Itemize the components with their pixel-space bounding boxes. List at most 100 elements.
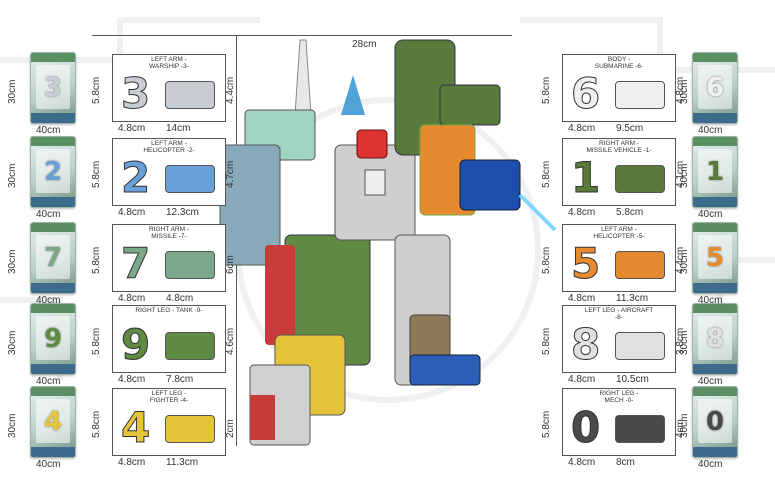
package-window <box>698 235 732 279</box>
component-vehicle <box>615 81 665 109</box>
package-base <box>693 197 737 207</box>
digit-height-label: 5.8cm <box>541 76 552 104</box>
component-digit: 0 <box>570 403 601 452</box>
component-digit: 7 <box>120 239 151 288</box>
component-label: RIGHT LEG - MECH -0- <box>599 390 639 404</box>
digit-width-label: 4.8cm <box>568 457 596 468</box>
digit-height-label: 5.8cm <box>541 327 552 355</box>
right-package-box: 0 <box>692 386 738 458</box>
package-base <box>31 447 75 457</box>
right-package-box: 5 <box>692 222 738 294</box>
package-top-band <box>31 137 75 146</box>
package-height-label: 30cm <box>7 330 18 355</box>
component-digit: 6 <box>570 69 601 118</box>
vehicle-width-label: 11.3cm <box>616 293 649 304</box>
combined-robot-image <box>219 39 557 446</box>
left-component-panel: LEFT ARM - HELICOPTER -2-2 <box>112 138 226 206</box>
package-width-label: 40cm <box>36 295 61 306</box>
package-width-label: 40cm <box>36 209 61 220</box>
digit-height-label: 5.8cm <box>91 160 102 188</box>
component-vehicle <box>165 251 215 279</box>
digit-height-label: 5.8cm <box>541 160 552 188</box>
component-vehicle <box>615 332 665 360</box>
right-component-panel: LEFT LEG - AIRCRAFT -8-8 <box>562 305 676 373</box>
component-vehicle <box>165 81 215 109</box>
vehicle-height-label: 4.1cm <box>675 160 686 188</box>
right-package-box: 1 <box>692 136 738 208</box>
package-digit: 6 <box>705 73 725 103</box>
vehicle-height-label: 4.8cm <box>675 76 686 104</box>
vehicle-height-label: 6cm <box>225 255 236 274</box>
digit-width-label: 4.8cm <box>568 207 596 218</box>
component-digit: 2 <box>120 153 151 202</box>
component-label: RIGHT ARM - MISSILE VEHICLE -1- <box>586 140 652 154</box>
vehicle-height-label: 4.4cm <box>675 246 686 274</box>
vehicle-width-label: 7.8cm <box>166 374 194 385</box>
package-window <box>36 316 70 360</box>
component-label: LEFT ARM - HELICOPTER -2- <box>143 140 195 154</box>
digit-width-label: 4.8cm <box>118 207 146 218</box>
left-package-box: 7 <box>30 222 76 294</box>
package-digit: 8 <box>705 324 725 354</box>
package-digit: 5 <box>705 243 725 273</box>
package-height-label: 30cm <box>7 249 18 274</box>
vehicle-width-label: 11.3cm <box>166 457 199 468</box>
digit-height-label: 5.8cm <box>91 246 102 274</box>
component-digit: 5 <box>570 239 601 288</box>
right-component-panel: LEFT ARM - HELICOPTER -5-5 <box>562 224 676 292</box>
right-component-panel: BODY - SUBMARINE -6-6 <box>562 54 676 122</box>
package-window <box>698 399 732 443</box>
package-window <box>698 316 732 360</box>
left-component-panel: LEFT LEG - FIGHTER -4-4 <box>112 388 226 456</box>
package-width-label: 40cm <box>698 376 723 387</box>
vehicle-width-label: 14cm <box>166 123 191 134</box>
package-digit: 7 <box>43 243 63 273</box>
vehicle-width-label: 10.5cm <box>616 374 649 385</box>
package-width-label: 40cm <box>36 459 61 470</box>
digit-width-label: 4.8cm <box>568 123 596 134</box>
left-package-box: 4 <box>30 386 76 458</box>
left-package-box: 9 <box>30 303 76 375</box>
package-digit: 4 <box>43 407 63 437</box>
digit-height-label: 5.8cm <box>91 327 102 355</box>
digit-height-label: 5.8cm <box>91 410 102 438</box>
package-base <box>693 113 737 123</box>
package-width-label: 40cm <box>36 125 61 136</box>
component-label: RIGHT ARM - MISSILE -7- <box>149 226 189 240</box>
component-digit: 3 <box>120 69 151 118</box>
vehicle-width-label: 8cm <box>616 457 635 468</box>
package-top-band <box>31 223 75 232</box>
left-component-panel: RIGHT LEG - TANK -9-9 <box>112 305 226 373</box>
right-package-box: 8 <box>692 303 738 375</box>
right-package-box: 6 <box>692 52 738 124</box>
vehicle-height-label: 4.7cm <box>225 160 236 188</box>
package-height-label: 30cm <box>7 163 18 188</box>
top-dimension-line <box>92 35 512 36</box>
component-label: LEFT LEG - AIRCRAFT -8- <box>584 307 654 321</box>
vehicle-height-label: 4.4cm <box>225 76 236 104</box>
package-top-band <box>693 223 737 232</box>
package-base <box>31 283 75 293</box>
vehicle-width-label: 9.5cm <box>616 123 644 134</box>
component-digit: 8 <box>570 320 601 369</box>
component-label: BODY - SUBMARINE -6- <box>594 56 644 70</box>
package-top-band <box>693 387 737 396</box>
vehicle-height-label: 4.6cm <box>225 327 236 355</box>
digit-height-label: 5.8cm <box>541 410 552 438</box>
component-digit: 4 <box>120 403 151 452</box>
package-top-band <box>693 53 737 62</box>
package-base <box>31 197 75 207</box>
vehicle-height-label: 4cm <box>675 419 686 438</box>
left-package-box: 2 <box>30 136 76 208</box>
vehicle-width-label: 4.8cm <box>166 293 194 304</box>
package-window <box>698 65 732 109</box>
package-top-band <box>31 304 75 313</box>
package-window <box>36 149 70 193</box>
package-window <box>698 149 732 193</box>
package-width-label: 40cm <box>36 376 61 387</box>
right-component-panel: RIGHT LEG - MECH -0-0 <box>562 388 676 456</box>
package-window <box>36 65 70 109</box>
component-digit: 9 <box>120 320 151 369</box>
vehicle-height-label: 3.8cm <box>675 327 686 355</box>
package-digit: 2 <box>43 157 63 187</box>
